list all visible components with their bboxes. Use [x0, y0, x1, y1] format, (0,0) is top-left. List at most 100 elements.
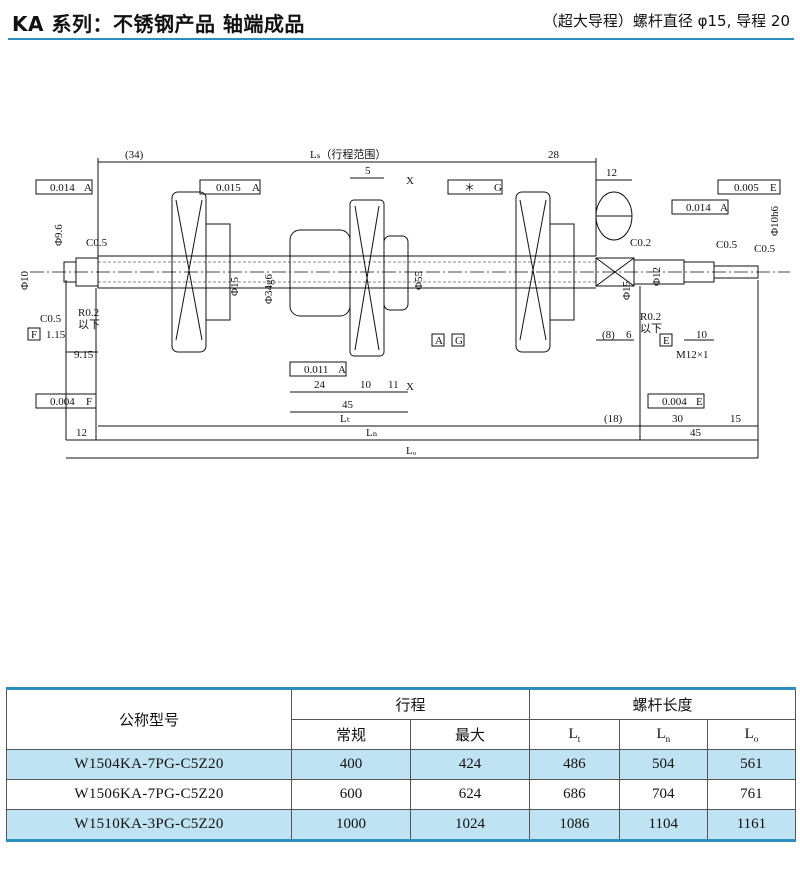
cell-lt: 686: [529, 779, 620, 810]
chamfer-c05-c: C0.5: [716, 239, 738, 251]
datum-e: E: [663, 335, 670, 347]
tol-0-015-a-ref: A: [252, 182, 260, 194]
dim-45-right: 45: [690, 427, 702, 439]
tol-star-ref: G: [494, 182, 502, 194]
dim-lo: Lₒ: [406, 445, 416, 457]
radius-r02-a: R0.2: [78, 307, 99, 319]
col-lo-sub: o: [753, 733, 759, 744]
radius-r02-a-note: 以下: [78, 319, 100, 331]
col-ln-sub: n: [665, 733, 671, 744]
technical-drawing: (34) Lₛ（行程范围） 28 5 12 X X 24 10 11 45 Lₜ…: [0, 40, 800, 480]
cell-lo: 761: [706, 779, 797, 810]
cell-lt: 486: [529, 749, 620, 780]
chamfer-c05-a: C0.5: [86, 237, 108, 249]
tol-0-011-a-ref: A: [338, 364, 346, 376]
tol-0-004-f-ref: F: [86, 396, 92, 408]
col-ln-label: L: [656, 725, 666, 742]
col-stroke-normal: 常规: [291, 719, 411, 750]
dim-5: 5: [365, 165, 371, 177]
datum-g: G: [455, 335, 463, 347]
dim-15: 15: [730, 413, 742, 425]
cell-model: W1504KA-7PG-C5Z20: [6, 749, 292, 780]
dim-1-15: 1.15: [46, 329, 66, 341]
dim-12-left: 12: [76, 427, 87, 439]
dim-11: 11: [388, 379, 399, 391]
thread-m12: M12×1: [676, 349, 708, 361]
dim-34: (34): [125, 149, 144, 161]
dim-10-thread: 10: [696, 329, 708, 341]
tol-0-005-e: 0.005: [734, 182, 759, 194]
dia-phi10h6: Φ10h6: [769, 205, 781, 236]
col-lt-sub: t: [577, 733, 581, 744]
col-lo-label: L: [744, 725, 754, 742]
datum-f: F: [31, 329, 37, 341]
section-x-top: X: [406, 175, 414, 187]
cell-normal: 600: [291, 779, 411, 810]
col-lt: Lt: [529, 719, 620, 750]
cell-max: 1024: [410, 809, 530, 842]
dim-10-nut: 10: [360, 379, 372, 391]
chamfer-c05-d: C0.5: [754, 243, 776, 255]
tol-0-014-a: 0.014: [50, 182, 75, 194]
cell-max: 424: [410, 749, 530, 780]
col-stroke-max: 最大: [410, 719, 530, 750]
col-ln: Ln: [618, 719, 708, 750]
tol-0-004-f: 0.004: [50, 396, 75, 408]
dim-9-15: 9.15: [74, 349, 94, 361]
dia-phi15-left: Φ15: [229, 276, 241, 296]
cell-model: W1510KA-3PG-C5Z20: [6, 809, 292, 842]
tol-0-014-right-ref: A: [720, 202, 728, 214]
cell-model: W1506KA-7PG-C5Z20: [6, 779, 292, 810]
cell-lo: 561: [706, 749, 797, 780]
cell-lo: 1161: [706, 809, 797, 842]
dim-45-nut: 45: [342, 399, 354, 411]
dim-ls: Lₛ（行程范围）: [310, 147, 386, 161]
page-title: KA 系列：不锈钢产品 轴端成品: [12, 12, 305, 36]
tol-star: ＊: [464, 182, 475, 194]
dim-28: 28: [548, 149, 560, 161]
cell-lt: 1086: [529, 809, 620, 842]
dim-24: 24: [314, 379, 326, 391]
dia-phi55: Φ55: [413, 270, 425, 290]
cell-ln: 704: [618, 779, 708, 810]
cell-normal: 400: [291, 749, 411, 780]
tol-0-004-e-ref: E: [696, 396, 703, 408]
col-length: 螺杆长度: [529, 687, 796, 720]
cell-max: 624: [410, 779, 530, 810]
col-stroke: 行程: [291, 687, 530, 720]
radius-r02-b: R0.2: [640, 311, 661, 323]
dia-phi15-right: Φ15: [621, 280, 633, 300]
spec-table: 公称型号 行程 螺杆长度 常规 最大 Lt Ln Lo W1504KA-7PG-…: [6, 687, 797, 842]
tol-0-014-right: 0.014: [686, 202, 711, 214]
dim-30: 30: [672, 413, 684, 425]
cell-ln: 1104: [618, 809, 708, 842]
datum-a: A: [435, 335, 443, 347]
col-lo: Lo: [706, 719, 797, 750]
dim-8: (8): [602, 329, 615, 341]
radius-r02-b-note: 以下: [640, 323, 662, 335]
dia-phi12: Φ12: [651, 267, 663, 286]
cell-normal: 1000: [291, 809, 411, 842]
dia-phi10: Φ10: [19, 270, 31, 290]
table-row: W1504KA-7PG-C5Z20 400 424 486 504 561: [6, 749, 797, 780]
dim-6: 6: [626, 329, 632, 341]
dim-ln: Lₙ: [366, 427, 378, 439]
dia-phi34g6: Φ34g6: [263, 273, 275, 304]
header-rule: [8, 38, 794, 40]
col-lt-label: L: [568, 725, 578, 742]
dim-18: (18): [604, 413, 623, 425]
tol-0-014-a-ref: A: [84, 182, 92, 194]
chamfer-c05-b: C0.5: [40, 313, 62, 325]
page-header: KA 系列：不锈钢产品 轴端成品 （超大导程）螺杆直径 φ15, 导程 20: [0, 0, 800, 40]
dia-phi9-6: Φ9.6: [53, 224, 65, 246]
tol-0-004-e: 0.004: [662, 396, 687, 408]
dim-lt: Lₜ: [340, 413, 350, 425]
col-model: 公称型号: [6, 687, 292, 750]
cell-ln: 504: [618, 749, 708, 780]
section-x-bottom: X: [406, 381, 414, 393]
chamfer-c02: C0.2: [630, 237, 651, 249]
page-subtitle: （超大导程）螺杆直径 φ15, 导程 20: [542, 12, 790, 30]
tol-0-005-e-ref: E: [770, 182, 777, 194]
tol-0-015-a: 0.015: [216, 182, 241, 194]
table-row: W1506KA-7PG-C5Z20 600 624 686 704 761: [6, 779, 797, 810]
